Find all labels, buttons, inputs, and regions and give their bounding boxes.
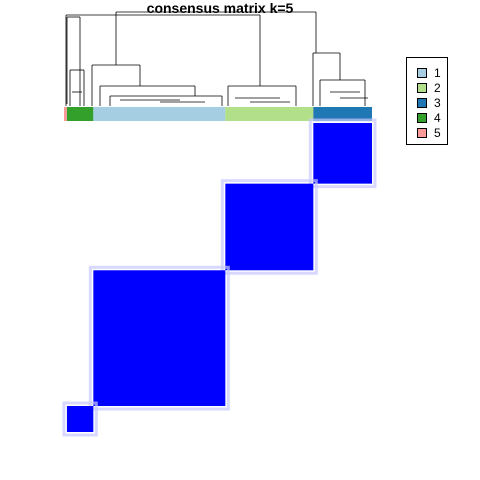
heatmap-block-4-4 (66, 406, 94, 432)
heatmap-block-1-1 (93, 270, 226, 407)
legend-item-3: 3 (417, 96, 441, 110)
legend: 1 2 3 4 5 (406, 57, 448, 145)
legend-swatch-5 (417, 128, 427, 138)
legend-label-4: 4 (434, 111, 441, 125)
legend-label-2: 2 (434, 81, 441, 95)
annotation-cluster-4 (66, 107, 94, 121)
legend-item-5: 5 (417, 126, 441, 140)
legend-swatch-1 (417, 68, 427, 78)
legend-item-2: 2 (417, 81, 441, 95)
annotation-cluster-5 (64, 107, 67, 121)
legend-swatch-4 (417, 113, 427, 123)
heatmap-block-3-3 (313, 123, 372, 184)
heatmap-cells (62, 118, 377, 437)
legend-label-3: 3 (434, 96, 441, 110)
heatmap-block-edge (88, 265, 230, 411)
heatmap-block-edge (62, 401, 98, 437)
heatmap-block-2-2 (225, 183, 314, 271)
heatmap-block-edge (308, 118, 377, 189)
annotation-cluster-2 (225, 107, 314, 121)
cluster-annotation-bar (64, 107, 372, 121)
annotation-cluster-1 (93, 107, 226, 121)
heatmap-block-edge (220, 179, 318, 275)
annotation-cluster-3 (313, 107, 372, 121)
legend-swatch-2 (417, 83, 427, 93)
legend-label-1: 1 (434, 66, 441, 80)
legend-item-1: 1 (417, 66, 441, 80)
legend-swatch-3 (417, 98, 427, 108)
column-dendrogram (65, 11, 368, 106)
legend-item-4: 4 (417, 111, 441, 125)
legend-label-5: 5 (434, 126, 441, 140)
